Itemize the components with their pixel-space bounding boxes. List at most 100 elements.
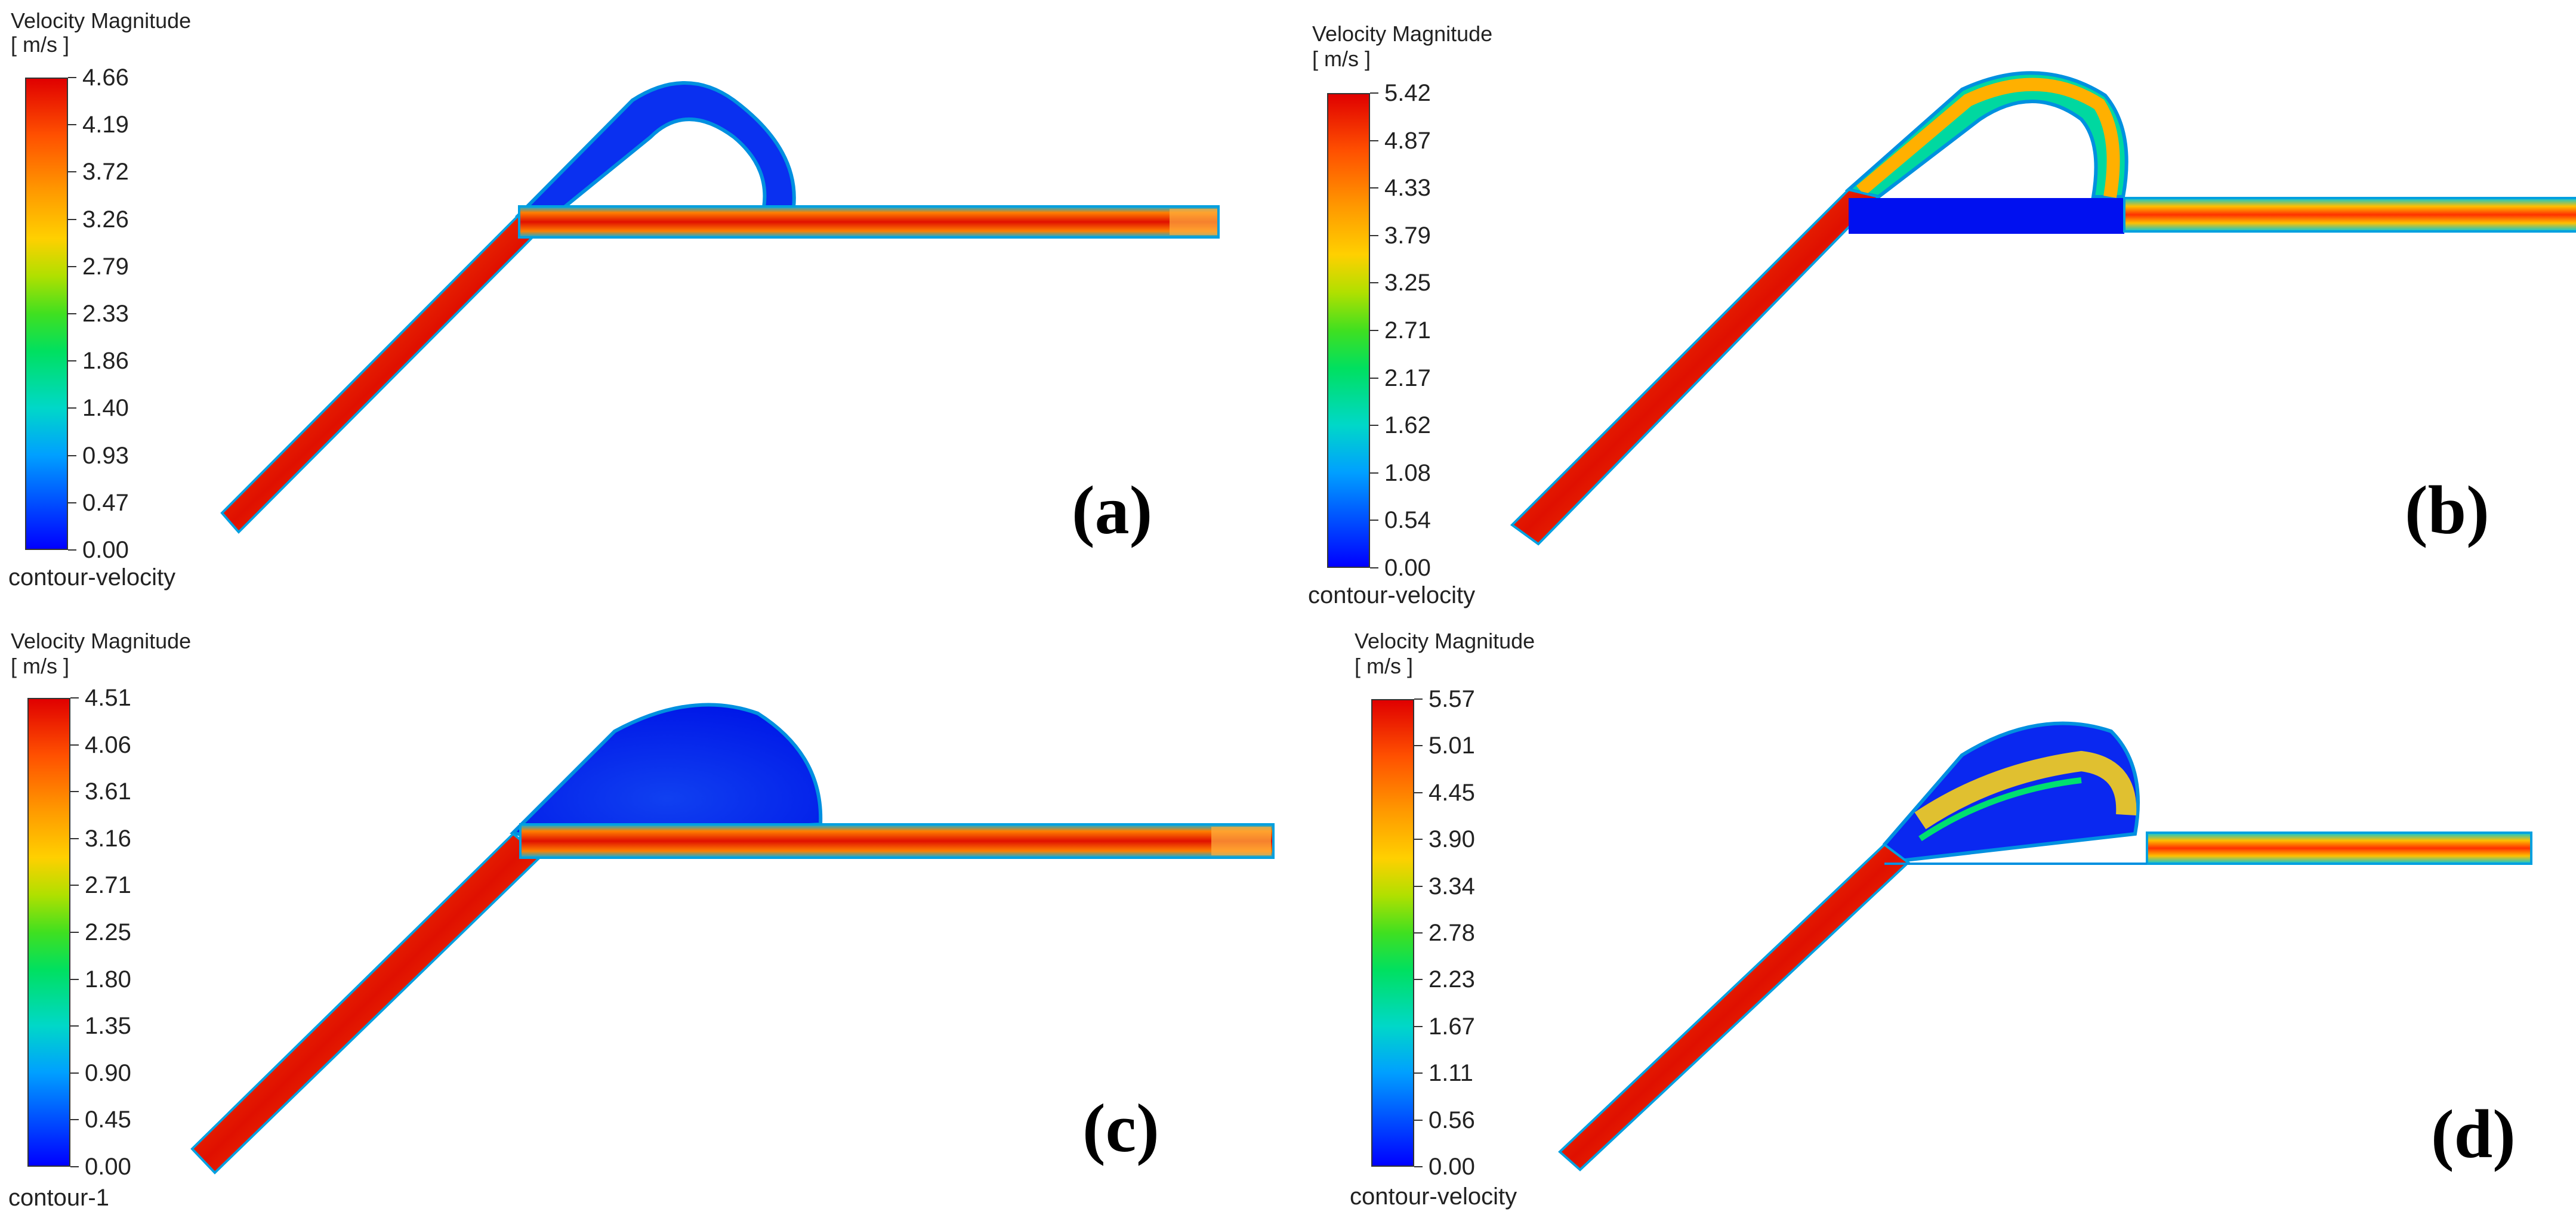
colorbar-tick-label: 2.71 (1384, 317, 1431, 344)
colorbar-tick (68, 549, 76, 551)
colorbar-tick (68, 218, 76, 220)
colorbar-tick (1370, 282, 1378, 284)
colorbar-tick-label: 2.79 (82, 253, 129, 280)
colorbar-tick-label: 4.19 (82, 112, 129, 138)
colorbar-tick-label: 1.35 (85, 1013, 131, 1040)
colorbar-tick (70, 791, 79, 793)
panel-c: Velocity Magnitude [ m/s ] contour-1 (c)… (0, 612, 1288, 1224)
colorbar-tick-label: 3.26 (82, 206, 129, 233)
legend-title: Velocity Magnitude (1312, 21, 1493, 46)
colorbar-tick (1414, 839, 1423, 840)
colorbar-tick (1414, 1072, 1423, 1074)
legend-title: Velocity Magnitude (11, 629, 192, 653)
colorbar-tick (1370, 234, 1378, 236)
outlet-fade (1170, 209, 1217, 235)
colorbar (25, 78, 68, 550)
colorbar-tick-label: 3.16 (85, 825, 131, 852)
colorbar-tick (68, 407, 76, 409)
colorbar-tick (1370, 187, 1378, 189)
colorbar-tick (70, 932, 79, 933)
colorbar-tick (1370, 425, 1378, 426)
colorbar-tick-label: 5.01 (1429, 732, 1475, 759)
colorbar-tick (1414, 698, 1423, 700)
colorbar-tick-label: 4.33 (1384, 175, 1431, 202)
colorbar-tick (1370, 92, 1378, 94)
colorbar-tick-label: 0.45 (85, 1106, 131, 1133)
legend-unit: [ m/s ] (11, 654, 69, 678)
colorbar-tick-label: 4.06 (85, 731, 131, 758)
panel-b: Velocity Magnitude [ m/s ] contour-veloc… (1288, 0, 2576, 612)
loop-region (514, 81, 796, 217)
colorbar-tick (1414, 1025, 1423, 1027)
colorbar-tick (68, 171, 76, 173)
colorbar-tick-label: 3.25 (1384, 270, 1431, 296)
colorbar-tick-label: 0.00 (1384, 555, 1431, 581)
colorbar-tick-label: 5.57 (1429, 686, 1475, 712)
loop-region (510, 703, 823, 841)
colorbar-tick-label: 0.00 (1429, 1154, 1475, 1180)
colorbar-tick (1414, 1166, 1423, 1167)
panel-a: Velocity Magnitude [ m/s ] contour-veloc… (0, 0, 1288, 612)
colorbar-tick-label: 4.45 (1429, 779, 1475, 806)
diagonal-pipe (190, 832, 542, 1174)
colorbar-tick-label: 3.72 (82, 159, 129, 186)
loop-region-outer (1844, 71, 2128, 199)
colorbar-tick (1414, 979, 1423, 981)
colorbar-tick-label: 2.71 (85, 872, 131, 899)
colorbar-tick (70, 837, 79, 839)
horizontal-pipe (2146, 832, 2532, 865)
horizontal-base (1884, 863, 2147, 865)
colorbar-tick-label: 2.25 (85, 919, 131, 945)
flow-domain (220, 81, 1220, 534)
colorbar-tick (1370, 330, 1378, 331)
diagonal-pipe (220, 214, 558, 534)
colorbar-tick (68, 502, 76, 503)
colorbar-tick-label: 0.90 (85, 1059, 131, 1086)
legend-title: Velocity Magnitude (11, 8, 192, 33)
colorbar (27, 698, 70, 1167)
flow-domain (1558, 721, 2532, 1172)
legend-title: Velocity Magnitude (1355, 629, 1535, 653)
legend-unit: [ m/s ] (11, 32, 69, 57)
panel-label: (b) (2405, 472, 2489, 549)
legend-name: contour-velocity (8, 564, 176, 591)
colorbar-tick-label: 0.93 (82, 442, 129, 469)
colorbar-tick-label: 1.40 (82, 395, 129, 422)
diagonal-pipe (1510, 188, 1881, 546)
colorbar-tick-label: 4.51 (85, 685, 131, 711)
horizontal-pipe (519, 823, 1275, 859)
colorbar-tick-label: 1.62 (1384, 412, 1431, 439)
colorbar-tick (1370, 140, 1378, 141)
colorbar-tick (1414, 1119, 1423, 1121)
legend-name: contour-velocity (1350, 1183, 1517, 1210)
stagnant-region (1849, 198, 2124, 234)
colorbar-tick-label: 3.79 (1384, 222, 1431, 249)
legend-unit: [ m/s ] (1355, 654, 1413, 678)
colorbar-tick-label: 1.86 (82, 348, 129, 375)
flow-domain (190, 703, 1275, 1174)
colorbar-tick-label: 2.78 (1429, 920, 1475, 946)
colorbar-tick-label: 4.66 (82, 64, 129, 91)
panel-d: Velocity Magnitude [ m/s ] contour-veloc… (1288, 612, 2576, 1224)
colorbar-tick-label: 0.56 (1429, 1106, 1475, 1133)
panel-label: (c) (1082, 1090, 1159, 1167)
colorbar-tick (70, 1166, 79, 1167)
colorbar-tick (70, 697, 79, 698)
flow-domain (1510, 71, 2576, 546)
colorbar-tick (1414, 792, 1423, 793)
horizontal-pipe (2123, 197, 2576, 233)
colorbar-tick (70, 744, 79, 746)
colorbar-tick (70, 1025, 79, 1027)
colorbar-tick (1414, 932, 1423, 934)
colorbar-tick (68, 455, 76, 456)
colorbar-tick-label: 3.61 (85, 778, 131, 805)
colorbar-tick-label: 1.11 (1429, 1060, 1473, 1087)
loop-jet (1914, 750, 2137, 830)
colorbar-tick (1370, 472, 1378, 474)
outlet-fade (1211, 827, 1271, 855)
colorbar-tick (1414, 885, 1423, 887)
colorbar-tick (70, 1072, 79, 1074)
colorbar-tick-label: 0.47 (82, 489, 129, 516)
colorbar (1327, 93, 1370, 568)
colorbar-tick (70, 885, 79, 886)
